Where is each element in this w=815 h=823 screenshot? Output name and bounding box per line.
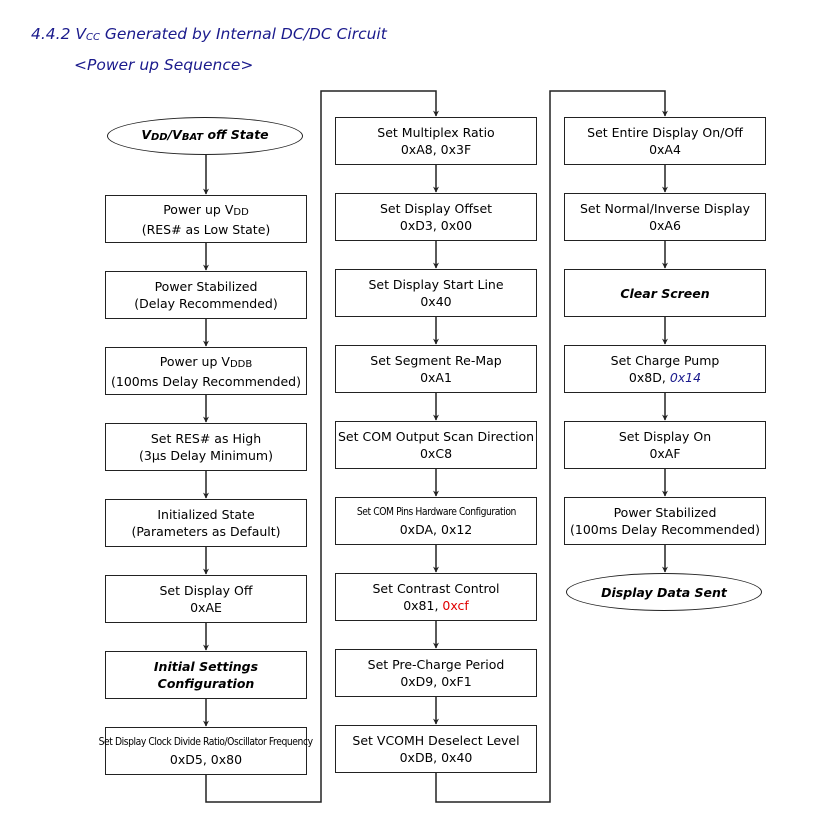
step-title: Set Normal/Inverse Display [579, 201, 751, 216]
step-value: 0xA8, 0x3F [400, 142, 472, 157]
step-value: (100ms Delay Recommended) [570, 522, 760, 537]
label-text: /V [167, 127, 182, 142]
step-set-display-on: Set Display On 0xAF [564, 421, 766, 469]
step-value: 0xC8 [419, 446, 453, 461]
label-text: 0x8D, [628, 370, 670, 385]
step-title: Power Stabilized [154, 279, 258, 294]
step-value: (100ms Delay Recommended) [111, 373, 301, 389]
column-connector [205, 90, 439, 803]
step-set-pre-charge-period: Set Pre-Charge Period 0xD9, 0xF1 [335, 649, 537, 697]
label-text: V [141, 127, 151, 142]
step-set-display-offset: Set Display Offset 0xD3, 0x00 [335, 193, 537, 241]
step-title: Set Charge Pump [610, 353, 720, 368]
step-value: 0xD5, 0x80 [169, 752, 243, 767]
section-subtitle: <Power up Sequence> [74, 56, 254, 74]
step-power-stabilized: Power Stabilized (Delay Recommended) [105, 271, 307, 319]
step-title: Power Stabilized [613, 505, 717, 520]
step-title: Set Entire Display On/Off [587, 125, 743, 140]
step-title: Set Multiplex Ratio [377, 125, 495, 140]
step-set-entire-display-on-off: Set Entire Display On/Off 0xA4 [564, 117, 766, 165]
step-title: Set Display On [618, 429, 712, 444]
step-set-com-output-scan-direction: Set COM Output Scan Direction 0xC8 [335, 421, 537, 469]
step-title: Clear Screen [620, 285, 710, 301]
step-title: Set Display Clock Divide Ratio/Oscillato… [98, 736, 314, 748]
step-set-multiplex-ratio: Set Multiplex Ratio 0xA8, 0x3F [335, 117, 537, 165]
step-title: Display Data Sent [601, 584, 727, 600]
step-set-res-as-high: Set RES# as High (3µs Delay Minimum) [105, 423, 307, 471]
step-value: 0x8D, 0x14 [629, 369, 701, 386]
step-set-segment-re-map: Set Segment Re-Map 0xA1 [335, 345, 537, 393]
subscript-text: DD [233, 206, 249, 218]
step-clear-screen: Clear Screen [564, 269, 766, 317]
step-value: 0x81, 0xcf [403, 597, 469, 614]
step-value: 0xA4 [649, 142, 681, 157]
step-title: VDD/VBAT off State [141, 126, 268, 146]
title-prefix: 4.4.2 V [31, 25, 86, 43]
title-suffix: Generated by Internal DC/DC Circuit [99, 25, 387, 43]
step-title: Power up VDDB [160, 353, 252, 373]
step-title: Set VCOMH Deselect Level [352, 733, 520, 748]
highlight-value: 0x14 [669, 370, 702, 385]
step-power-stabilized: Power Stabilized (100ms Delay Recommended… [564, 497, 766, 545]
step-value: (3µs Delay Minimum) [139, 448, 273, 463]
title-subscript: CC [85, 32, 100, 43]
label-text: Power up V [159, 353, 230, 369]
step-title: Set Display Offset [379, 201, 493, 216]
step-title: Set Display Start Line [368, 277, 504, 292]
step-value: 0xD9, 0xF1 [400, 674, 472, 689]
step-title: Initial Settings [153, 659, 259, 674]
step-value: 0xA6 [649, 218, 681, 233]
step-value: 0xDA, 0x12 [399, 522, 473, 537]
step-value: (Parameters as Default) [131, 524, 281, 539]
label-text: Power up V [163, 201, 234, 217]
step-value: 0xA1 [420, 370, 452, 385]
step-value: 0xDB, 0x40 [399, 750, 473, 765]
step-value: 0xAE [190, 600, 222, 615]
section-title: 4.4.2 VCC Generated by Internal DC/DC Ci… [31, 25, 387, 43]
step-value: Configuration [157, 676, 255, 691]
step-value: 0xD3, 0x00 [399, 218, 473, 233]
step-title: Power up VDD [163, 201, 249, 221]
subscript-text: BAT [181, 132, 204, 143]
step-value: 0xAF [649, 446, 681, 461]
step-set-display-start-line: Set Display Start Line 0x40 [335, 269, 537, 317]
column-connector [435, 90, 668, 803]
step-power-up-vddb: Power up VDDB(100ms Delay Recommended) [105, 347, 307, 395]
step-value: (RES# as Low State) [141, 221, 271, 237]
step-power-up-vdd: Power up VDD(RES# as Low State) [105, 195, 307, 243]
step-value: 0x40 [420, 294, 452, 309]
step-title: Initialized State [157, 507, 255, 522]
step-title: Set Segment Re-Map [370, 353, 502, 368]
step-title: Set COM Pins Hardware Configuration [356, 506, 516, 518]
step-title: Set Contrast Control [372, 581, 500, 596]
subscript-text: DD [151, 132, 168, 143]
step-set-com-pins-hardware-configuration: Set COM Pins Hardware Configuration 0xDA,… [335, 497, 537, 545]
step-set-vcomh-deselect-level: Set VCOMH Deselect Level 0xDB, 0x40 [335, 725, 537, 773]
subscript-text: DDB [229, 358, 253, 370]
terminal-vdd-vbat-off-state: VDD/VBAT off State [107, 117, 303, 155]
terminal-display-data-sent: Display Data Sent [566, 573, 762, 611]
step-title: Set Pre-Charge Period [367, 657, 505, 672]
step-set-normal-inverse-display: Set Normal/Inverse Display 0xA6 [564, 193, 766, 241]
step-set-display-clock-divide-ratio-oscillator-frequency: Set Display Clock Divide Ratio/Oscillato… [99, 727, 313, 775]
step-initialized-state: Initialized State (Parameters as Default) [105, 499, 307, 547]
step-title: Set COM Output Scan Direction [337, 429, 535, 444]
step-title: Set Display Off [159, 583, 253, 598]
step-set-display-off: Set Display Off 0xAE [105, 575, 307, 623]
step-value: (Delay Recommended) [134, 296, 278, 311]
label-text: off State [203, 127, 269, 142]
highlight-value: 0xcf [442, 598, 469, 613]
label-text: 0x81, [403, 598, 443, 613]
step-title: Set RES# as High [150, 431, 262, 446]
